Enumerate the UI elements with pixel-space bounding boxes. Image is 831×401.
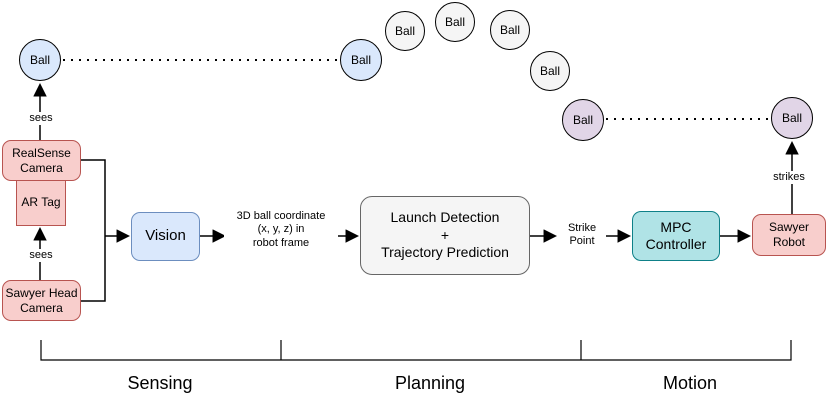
flight-ball-4: Ball [530,51,570,91]
realsense-camera-node: RealSense Camera [2,140,81,181]
sees-label-realsense: sees [18,112,64,126]
sees-label-head-camera: sees [18,249,64,263]
ar-tag-node: AR Tag [16,180,66,226]
vision-output-label: 3D ball coordinate (x, y, z) in robot fr… [224,210,338,251]
flight-ball-2: Ball [435,2,475,42]
flight-ball-1: Ball [385,11,425,51]
flight-ball-3: Ball [490,10,530,50]
strike-point-label: Strike Point [558,222,606,249]
launch-detection-node: Launch Detection + Trajectory Prediction [360,196,530,275]
strikes-label: strikes [762,171,816,185]
phase-label-sensing: Sensing [127,373,193,393]
phase-label-motion: Motion [662,373,718,393]
strike-ball-end: Ball [771,97,813,139]
sawyer-robot-node: Sawyer Robot [752,214,826,256]
phase-bracket [40,340,792,361]
mpc-controller-node: MPC Controller [632,211,720,261]
tracked-ball-end: Ball [340,39,382,81]
vision-node: Vision [131,212,200,261]
phase-label-planning: Planning [394,373,466,393]
sawyer-head-camera-node: Sawyer Head Camera [2,280,81,321]
strike-ball-start: Ball [562,99,604,141]
tracked-ball-start: Ball [19,39,61,81]
connector-cameras-to-vision [81,159,126,302]
